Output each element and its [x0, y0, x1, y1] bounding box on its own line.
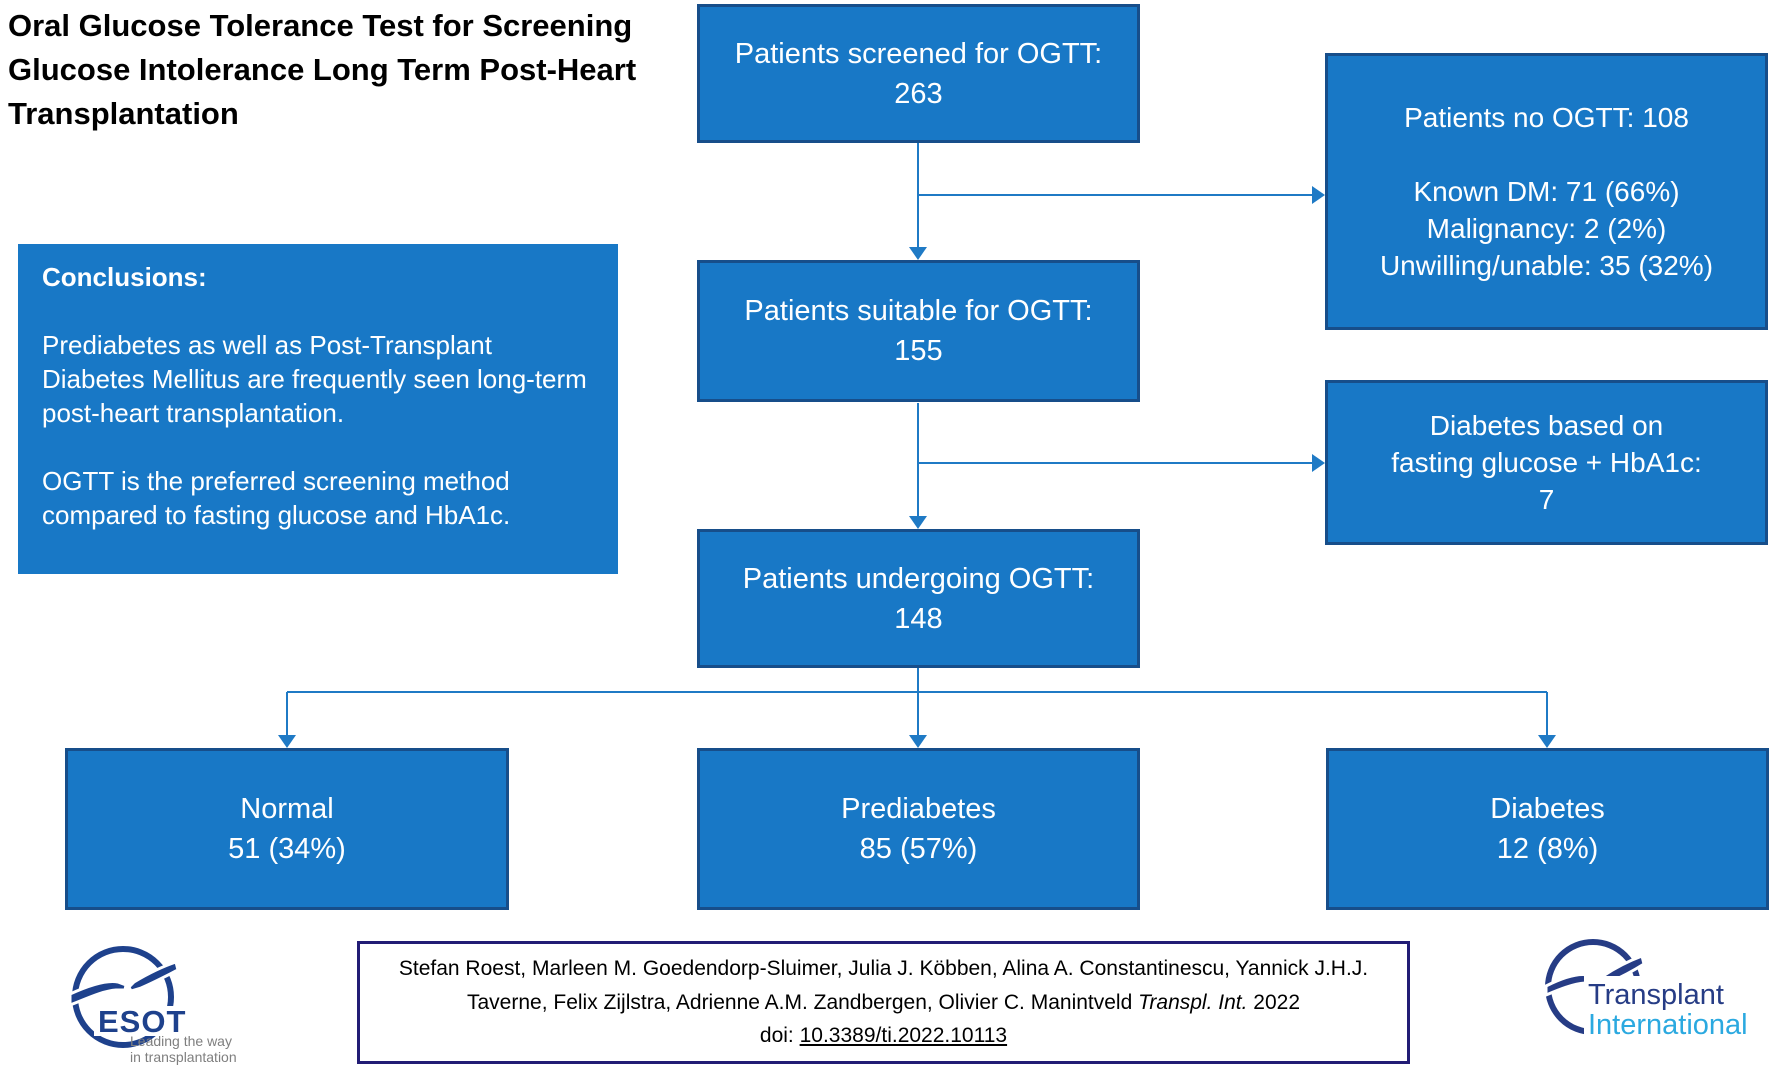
node-patients-suitable: Patients suitable for OGTT: 155 [697, 260, 1140, 402]
ti-wordmark-line1: Transplant [1588, 979, 1724, 1011]
node-value: 85 (57%) [859, 833, 978, 865]
arrowhead-down-icon [909, 516, 927, 529]
arrowhead-down-icon [278, 735, 296, 748]
citation-doi-line: doi: 10.3389/ti.2022.10113 [760, 1024, 1007, 1048]
figure-title-line1: Oral Glucose Tolerance Test for Screenin… [8, 8, 633, 43]
node-outcome-normal: Normal 51 (34%) [65, 748, 509, 910]
node-value: 263 [894, 77, 943, 110]
node-reason-malignancy: Malignancy: 2 (2%) [1426, 213, 1667, 244]
citation-authors-line1: Stefan Roest, Marleen M. Goedendorp-Slui… [398, 957, 1369, 981]
node-label: Diabetes [1490, 793, 1605, 825]
doi-label: doi: [759, 1023, 794, 1047]
esot-logo: ESOT Leading the way in transplantation [68, 932, 268, 1067]
node-outcome-prediabetes: Prediabetes 85 (57%) [697, 748, 1140, 910]
node-patients-no-ogtt: Patients no OGTT: 108 Known DM: 71 (66%)… [1325, 53, 1768, 330]
ti-wordmark-line2: International [1588, 1009, 1748, 1041]
arrowhead-down-icon [1538, 735, 1556, 748]
citation-authors-line2-text: Taverne, Felix Zijlstra, Adrienne A.M. Z… [466, 990, 1133, 1014]
node-reason-known-dm: Known DM: 71 (66%) [1413, 176, 1680, 207]
figure-title: Oral Glucose Tolerance Test for Screenin… [8, 4, 708, 136]
doi-link[interactable]: 10.3389/ti.2022.10113 [799, 1023, 1008, 1047]
conclusions-box: Conclusions: Prediabetes as well as Post… [18, 244, 618, 574]
figure-title-line2: Glucose Intolerance Long Term Post-Heart [8, 52, 637, 87]
node-outcome-diabetes: Diabetes 12 (8%) [1326, 748, 1769, 910]
node-label-line1: Diabetes based on [1429, 410, 1664, 441]
citation-box: Stefan Roest, Marleen M. Goedendorp-Slui… [357, 941, 1410, 1064]
ti-text-backdrop [1584, 976, 1772, 1038]
conclusions-paragraph-2: OGTT is the preferred screening method c… [42, 466, 511, 530]
node-reason-unwilling: Unwilling/unable: 35 (32%) [1379, 250, 1714, 281]
citation-journal: Transpl. Int. [1138, 990, 1248, 1014]
node-patients-screened: Patients screened for OGTT: 263 [697, 4, 1140, 143]
node-value: 51 (34%) [228, 833, 346, 865]
node-label: Patients suitable for OGTT: [744, 295, 1093, 327]
esot-tagline-line2: in transplantation [130, 1049, 237, 1065]
node-value: 7 [1538, 484, 1555, 515]
node-value: 148 [894, 602, 943, 635]
hands-icon [68, 960, 180, 1008]
arrowhead-down-icon [909, 247, 927, 260]
node-label: Normal [240, 793, 334, 825]
citation-authors-line2: Taverne, Felix Zijlstra, Adrienne A.M. Z… [467, 991, 1300, 1015]
node-value: 12 (8%) [1496, 833, 1599, 865]
node-patients-undergoing: Patients undergoing OGTT: 148 [697, 529, 1140, 668]
node-label: Patients screened for OGTT: [734, 37, 1103, 70]
conclusions-heading: Conclusions: [42, 262, 207, 292]
node-label: Patients undergoing OGTT: [742, 562, 1095, 595]
node-value: 155 [894, 335, 943, 367]
node-diabetes-fasting-hba1c: Diabetes based on fasting glucose + HbA1… [1325, 380, 1768, 545]
node-title: Patients no OGTT: 108 [1404, 102, 1689, 133]
node-label: Prediabetes [841, 793, 996, 825]
figure-title-line3: Transplantation [8, 96, 239, 131]
esot-text-backdrop [94, 1006, 178, 1036]
arrowhead-down-icon [909, 735, 927, 748]
conclusions-paragraph-1: Prediabetes as well as Post-Transplant D… [42, 330, 587, 428]
arrowhead-right-icon [1312, 454, 1325, 472]
esot-tagline-line1: Leading the way [130, 1033, 232, 1049]
transplant-international-logo: Transplant International [1500, 928, 1772, 1058]
arrowhead-right-icon [1312, 186, 1325, 204]
node-label-line2: fasting glucose + HbA1c: [1391, 447, 1702, 478]
esot-wordmark: ESOT [98, 1004, 186, 1039]
citation-year: 2022 [1253, 990, 1301, 1014]
